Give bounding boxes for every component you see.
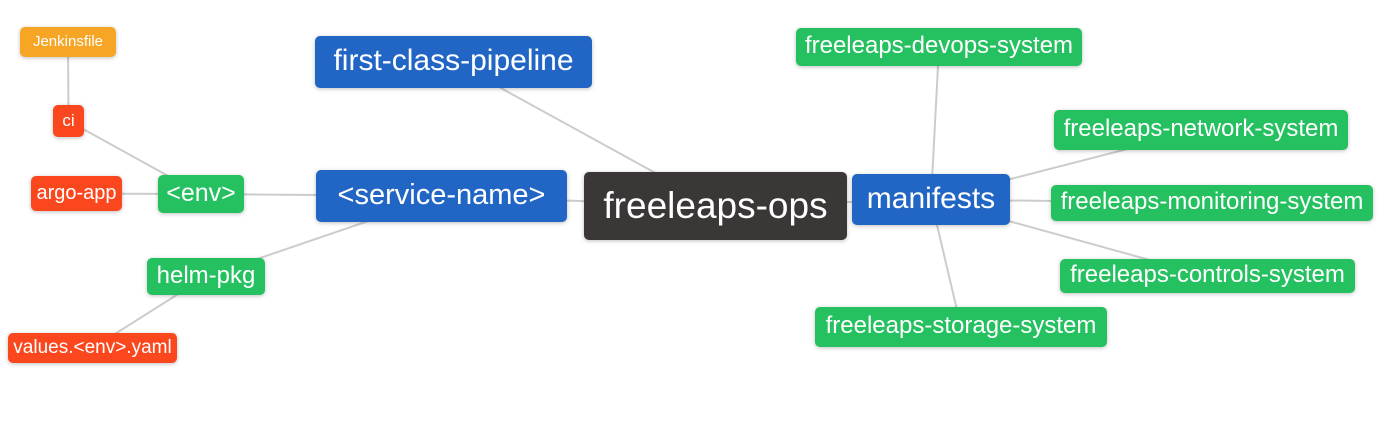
node-controls-system[interactable]: freeleaps-controls-system xyxy=(1060,259,1355,293)
node-first-class-pipeline[interactable]: first-class-pipeline xyxy=(315,36,592,88)
node-ci[interactable]: ci xyxy=(53,105,84,137)
node-storage-system[interactable]: freeleaps-storage-system xyxy=(815,307,1107,347)
node-manifests[interactable]: manifests xyxy=(852,174,1010,225)
node-values-env-yaml[interactable]: values.<env>.yaml xyxy=(8,333,177,363)
node-helm-pkg[interactable]: helm-pkg xyxy=(147,258,265,295)
node-jenkinsfile[interactable]: Jenkinsfile xyxy=(20,27,116,57)
node-monitoring-system[interactable]: freeleaps-monitoring-system xyxy=(1051,185,1373,221)
node-freeleaps-ops[interactable]: freeleaps-ops xyxy=(584,172,847,240)
node-devops-system[interactable]: freeleaps-devops-system xyxy=(796,28,1082,66)
node-service-name[interactable]: <service-name> xyxy=(316,170,567,222)
node-env[interactable]: <env> xyxy=(158,175,244,213)
node-network-system[interactable]: freeleaps-network-system xyxy=(1054,110,1348,150)
node-argo-app[interactable]: argo-app xyxy=(31,176,122,211)
